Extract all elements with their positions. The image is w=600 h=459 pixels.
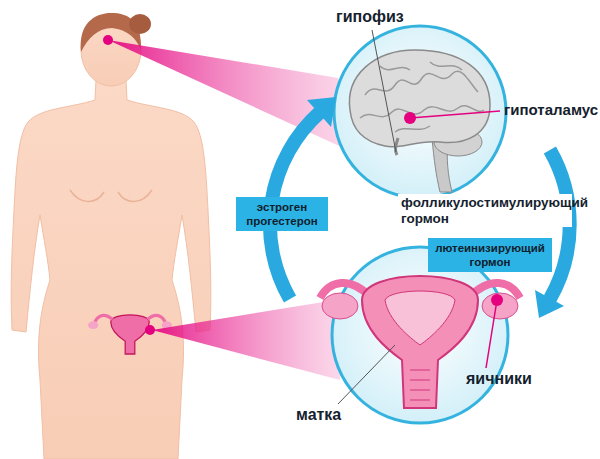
part-label: гипофиз — [336, 8, 404, 26]
part-label: яичники — [466, 370, 532, 388]
uterus-circle — [332, 247, 508, 423]
part-label: фолликулостимулирующий гормон — [398, 194, 572, 227]
brain-circle — [334, 26, 506, 198]
female-silhouette — [11, 13, 211, 459]
hormone-text: эстроген прогестерон — [242, 200, 322, 228]
pink-beam — [152, 300, 340, 380]
hormone-box: эстроген прогестерон — [236, 197, 328, 231]
brain — [349, 50, 490, 192]
uterus — [320, 276, 520, 408]
pink-beam — [108, 40, 348, 150]
part-label: матка — [296, 406, 341, 424]
hormone-box: лютеинизирующий гормон — [428, 238, 552, 272]
uterus-icon — [88, 315, 172, 354]
part-label: гипоталамус — [504, 101, 598, 118]
hormone-text: лютеинизирующий гормон — [434, 241, 546, 269]
